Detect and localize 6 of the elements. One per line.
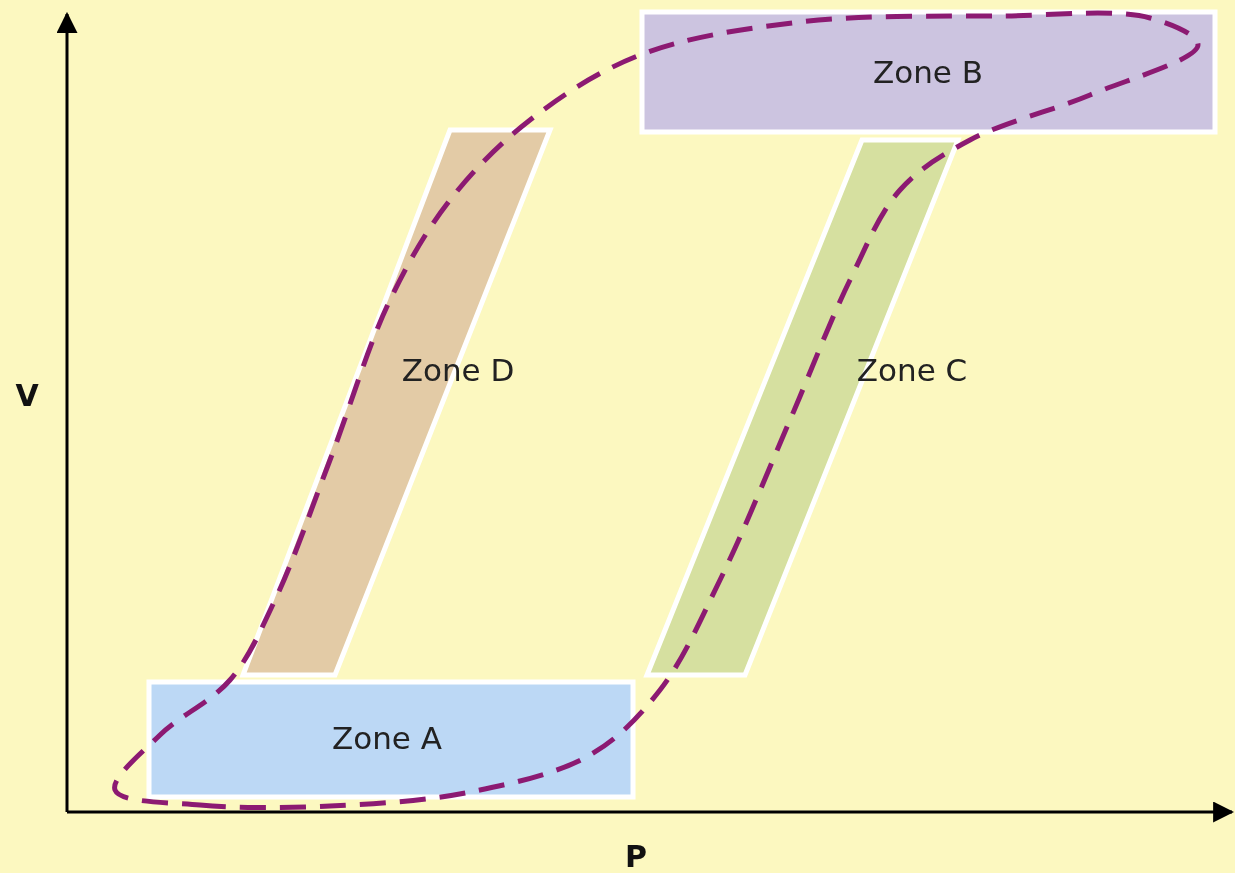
zone-label: Zone A <box>332 720 442 756</box>
zone-label: Zone B <box>873 54 983 90</box>
zone-rectangle <box>149 682 633 797</box>
axis-label: P <box>625 838 647 873</box>
axis-label: V <box>15 377 39 413</box>
zone-rectangle <box>642 12 1215 132</box>
